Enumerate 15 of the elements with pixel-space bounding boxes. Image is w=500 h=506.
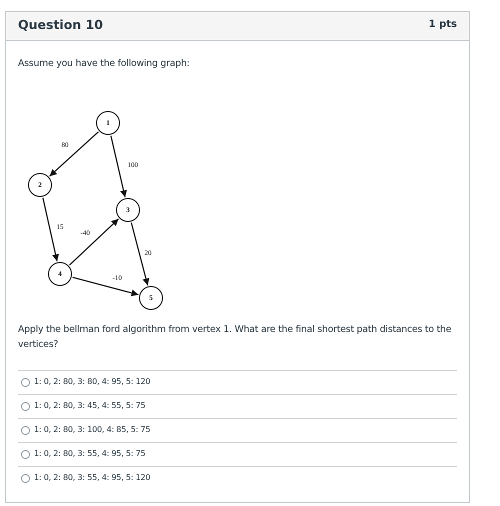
answer-option-text: 1: 0, 2: 80, 3: 100, 4: 85, 5: 75	[34, 425, 150, 435]
arrow	[69, 218, 119, 266]
question-title: Question 10	[18, 17, 103, 32]
arrow	[72, 276, 139, 296]
answer-option-text: 1: 0, 2: 80, 3: 45, 4: 55, 5: 75	[34, 401, 146, 411]
answer-option-text: 1: 0, 2: 80, 3: 55, 4: 95, 5: 120	[34, 473, 150, 483]
answer-option-text: 1: 0, 2: 80, 3: 80, 4: 95, 5: 120	[34, 377, 150, 387]
answer-option-text: 1: 0, 2: 80, 3: 55, 4: 95, 5: 75	[34, 449, 146, 459]
arrow	[42, 198, 59, 262]
instruction-text: Assume you have the following graph:	[18, 58, 190, 69]
arrow	[49, 131, 99, 177]
question-text: Apply the bellman ford algorithm from vertex 1. What are the final shortest path distances to the vertices?	[18, 323, 452, 352]
points-text: 1 pts	[428, 19, 457, 30]
arrow	[110, 136, 127, 198]
arrow	[130, 222, 150, 286]
